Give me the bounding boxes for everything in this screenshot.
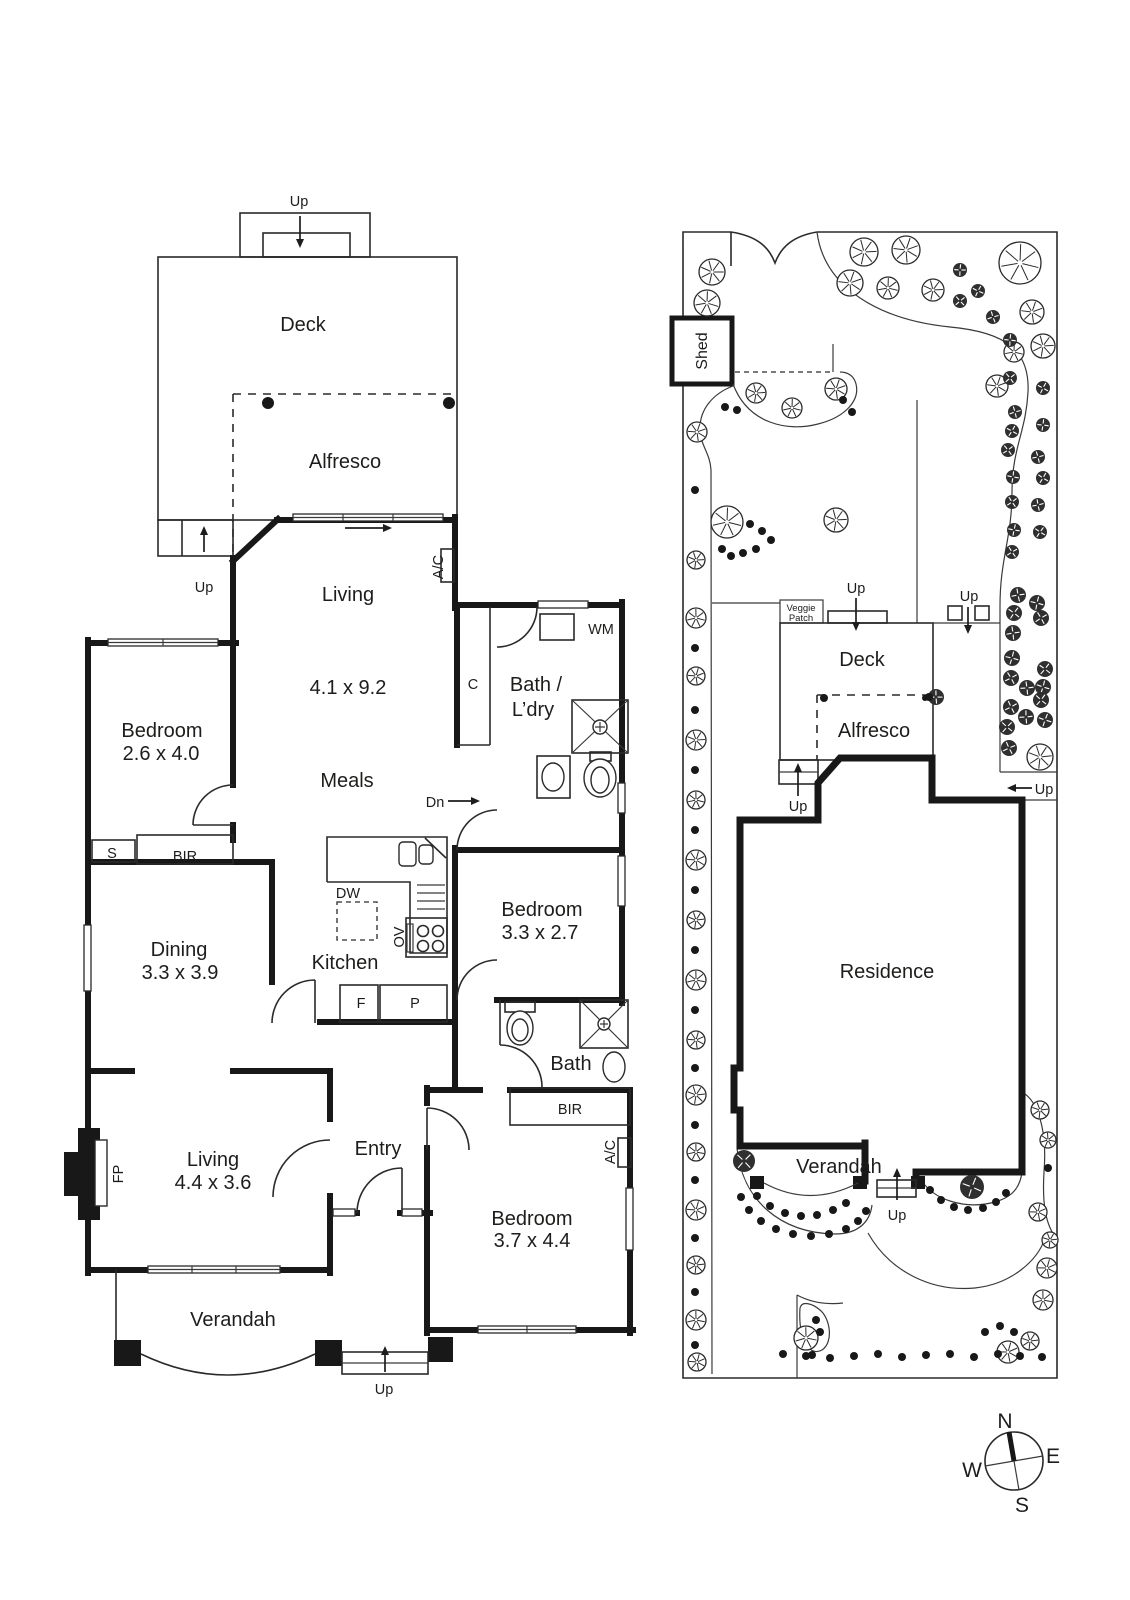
site-alfresco-dashed (816, 694, 933, 760)
ac-unit-1 (440, 548, 455, 583)
room-label-living-front: Living (187, 1149, 239, 1171)
direction-arrows (200, 216, 1032, 1372)
site-plan: Shed Veggie Patch Up Up Deck (262, 231, 1059, 1379)
bir-label-2: BIR (558, 1102, 582, 1118)
shelf-label: S (107, 846, 117, 862)
washing-machine (539, 613, 575, 641)
site-square-2 (974, 605, 990, 621)
windows (83, 513, 634, 1334)
deck-outline (157, 256, 458, 521)
doors (192, 606, 543, 1214)
veggie-label-1: Veggie (786, 603, 815, 614)
residence-outline (730, 754, 1026, 1185)
room-dims-living-front: 4.4 x 3.6 (175, 1172, 252, 1194)
fireplace-label: FP (111, 1165, 127, 1184)
room-dims-dining: 3.3 x 3.9 (142, 962, 219, 984)
room-dims-bedroom-1: 2.6 x 4.0 (123, 743, 200, 765)
room-label-bath-laundry-1: Bath / (510, 674, 563, 696)
vanity-1 (536, 755, 571, 799)
veggie-label-2: Patch (789, 613, 813, 624)
room-label-bath-2: Bath (550, 1053, 591, 1075)
basin-2 (602, 1051, 626, 1083)
bush-icons (733, 263, 1053, 1199)
wm-label: WM (588, 622, 614, 638)
room-label-bedroom-2: Bedroom (501, 899, 582, 921)
site-boundary (682, 231, 1058, 1379)
compass-south: S (1015, 1494, 1029, 1517)
room-dims-bedroom-3: 3.7 x 4.4 (494, 1230, 571, 1252)
up-label-site-verandah: Up (888, 1208, 907, 1224)
toilet-2 (504, 1001, 536, 1046)
site-square-1 (947, 605, 963, 621)
up-label-site-right: Up (960, 589, 979, 605)
dishwasher-outline (336, 901, 378, 941)
room-label-entry: Entry (355, 1138, 402, 1160)
up-label-site-deck-top: Up (847, 581, 866, 597)
room-label-living-main: Living (322, 584, 374, 606)
compass: N E W S (962, 1410, 1060, 1517)
up-label-deck-stairs: Up (290, 194, 309, 210)
shower-2 (579, 999, 629, 1049)
compass-north: N (997, 1410, 1012, 1433)
room-label-meals: Meals (320, 770, 373, 792)
up-label-deck-step: Up (195, 580, 214, 596)
toilet-1 (583, 751, 617, 798)
compass-circle (984, 1431, 1044, 1491)
up-label-site-deck-left: Up (789, 799, 808, 815)
room-label-dining: Dining (151, 939, 208, 961)
room-label-deck: Deck (280, 314, 327, 336)
dn-label: Dn (426, 795, 445, 811)
compass-west: W (962, 1459, 982, 1482)
pantry (379, 984, 448, 1023)
ac-unit-2 (617, 1137, 632, 1168)
site-label-alfresco: Alfresco (838, 720, 910, 742)
room-label-alfresco: Alfresco (309, 451, 381, 473)
shed-label: Shed (694, 332, 711, 369)
site-label-deck: Deck (839, 649, 886, 671)
compass-needle (1006, 1431, 1017, 1462)
room-label-verandah: Verandah (190, 1309, 276, 1331)
bath-2-fixtures (504, 999, 629, 1083)
up-label-verandah-steps: Up (375, 1382, 394, 1398)
room-label-bedroom-3: Bedroom (491, 1208, 572, 1230)
deck-stairs-top (239, 212, 371, 258)
bir-label-1: BIR (173, 849, 197, 865)
tree-icons (685, 235, 1059, 1372)
floor-plan: Up Deck Alfresco Up Living 4.1 x 9.2 Mea… (64, 194, 636, 1398)
shower-1 (571, 699, 629, 754)
pantry-label: P (410, 996, 420, 1012)
fridge-space (339, 984, 379, 1023)
site-label-verandah: Verandah (796, 1156, 882, 1178)
room-label-kitchen: Kitchen (312, 952, 379, 974)
ac-label-2: A/C (603, 1140, 619, 1164)
shrub-dot-icons (262, 396, 1052, 1362)
site-verandah (750, 1176, 925, 1198)
ac-label-1: A/C (431, 555, 447, 579)
kitchen-bench (326, 836, 448, 1023)
compass-east: E (1046, 1445, 1060, 1468)
site-deck-step-top (827, 610, 888, 624)
up-label-site-boundary: Up (1035, 782, 1054, 798)
verandah-structure (114, 1270, 453, 1376)
room-dims-bedroom-2: 3.3 x 2.7 (502, 922, 579, 944)
site-label-residence: Residence (840, 961, 935, 983)
fireplace (64, 1128, 108, 1220)
alfresco-dashed-outline (232, 393, 452, 577)
room-label-bath-laundry-2: L’dry (512, 699, 554, 721)
room-label-bedroom-1: Bedroom (121, 720, 202, 742)
garden-bed-edges (699, 231, 1057, 1378)
cupboard-label: C (468, 677, 478, 693)
interior-partitions (457, 607, 501, 1045)
shed-outline (669, 315, 735, 387)
deck-step-left (157, 519, 234, 557)
bath-laundry-fixtures (536, 613, 629, 799)
oven-label: OV (392, 926, 408, 947)
cooktop (405, 917, 448, 958)
robes (91, 834, 631, 1126)
room-dims-living-main: 4.1 x 9.2 (310, 677, 387, 699)
fridge-label: F (357, 996, 366, 1012)
dw-label: DW (336, 886, 360, 902)
